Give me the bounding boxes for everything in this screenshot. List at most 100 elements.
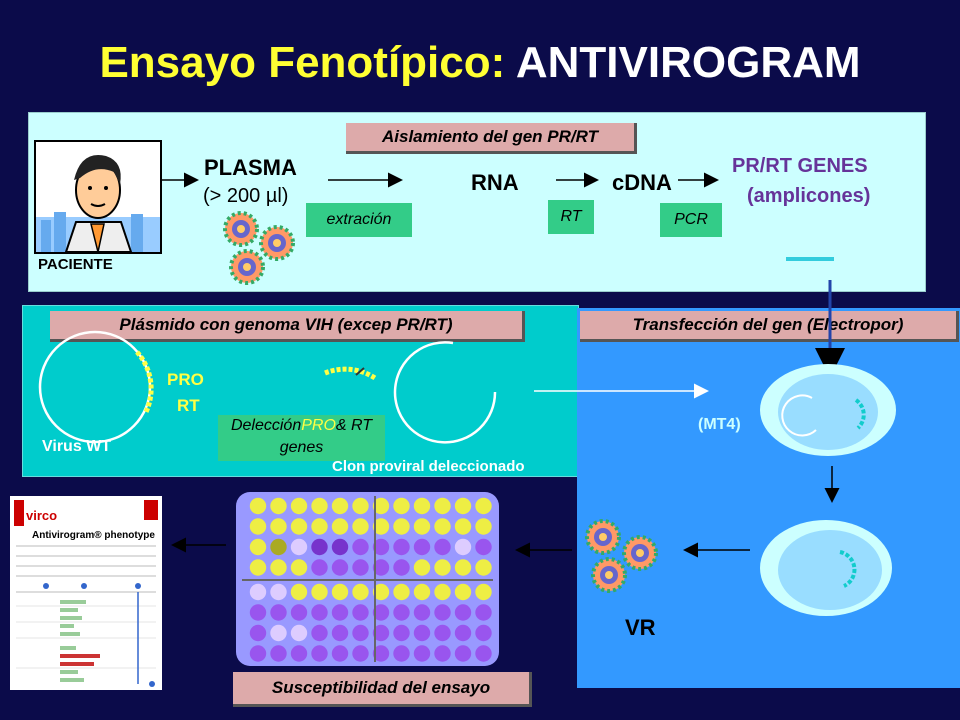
pro-label: PRO — [167, 370, 204, 389]
plate-well — [454, 497, 472, 515]
clone-label: Clon proviral deleccionado — [332, 458, 525, 475]
plasmid-header: Plásmido con genoma VIH (excep PR/RT) — [50, 311, 525, 342]
plate-well — [290, 538, 308, 556]
plate-well — [352, 538, 369, 556]
plate-well — [413, 497, 431, 515]
plate-wells — [242, 496, 493, 662]
deletion-text-a: Delección — [230, 417, 302, 434]
plate-well — [311, 624, 328, 642]
plate-well — [475, 604, 492, 621]
report-graphic — [14, 500, 158, 687]
plate-well — [434, 645, 451, 662]
plate-well — [270, 559, 287, 576]
deletion-text-d: genes — [279, 439, 324, 456]
microplate — [236, 492, 499, 666]
plate-well — [352, 559, 369, 576]
plate-well — [249, 604, 267, 621]
plate-well — [454, 559, 472, 576]
isolation-header: Aislamiento del gen PR/RT — [346, 123, 637, 154]
deletion-text-c: & RT — [335, 417, 373, 434]
plate-well — [434, 624, 451, 642]
plate-well — [372, 604, 390, 621]
title-part2: ANTIVIROGRAM — [515, 38, 861, 87]
rt-box: RT — [548, 200, 594, 234]
plate-well — [352, 624, 369, 642]
phenotype-report: virco Antivirogram® phenotype — [10, 496, 162, 690]
plate-well — [393, 497, 410, 515]
patient-label: PACIENTE — [38, 256, 113, 273]
plate-well — [270, 497, 287, 515]
plate-well — [270, 645, 287, 662]
plate-well — [413, 604, 431, 621]
plate-well — [393, 518, 410, 535]
plate-well — [311, 559, 328, 576]
plate-well — [270, 604, 287, 621]
cdna-label: cDNA — [612, 170, 672, 195]
plate-well — [372, 583, 390, 601]
plate-well — [311, 518, 328, 535]
plate-well — [331, 604, 349, 621]
vr-label: VR — [625, 615, 656, 640]
plate-well — [331, 497, 349, 515]
plate-well — [249, 518, 267, 535]
plate-well — [352, 604, 369, 621]
plate-well — [372, 497, 390, 515]
plate-well — [249, 645, 267, 662]
plate-well — [249, 538, 267, 556]
plate-well — [249, 624, 267, 642]
plate-well — [454, 538, 472, 556]
plate-well — [475, 538, 492, 556]
extraction-box: extración — [306, 203, 412, 237]
virus-wt-label: Virus WT — [42, 438, 112, 455]
plate-well — [311, 497, 328, 515]
plate-well — [393, 604, 410, 621]
plate-well — [372, 518, 390, 535]
report-title: Antivirogram® phenotype — [32, 530, 155, 541]
plate-well — [413, 645, 431, 662]
plate-well — [311, 604, 328, 621]
plate-well — [454, 645, 472, 662]
susceptibility-label: Susceptibilidad del ensayo — [233, 672, 532, 707]
plate-well — [290, 624, 308, 642]
pcr-box: PCR — [660, 203, 722, 237]
plate-well — [311, 538, 328, 556]
plate-well — [413, 624, 431, 642]
plate-well — [475, 497, 492, 515]
report-brand: virco — [26, 508, 58, 523]
plate-well — [249, 497, 267, 515]
plate-well — [413, 583, 431, 601]
plate-well — [270, 538, 287, 556]
plate-well — [475, 559, 492, 576]
plate-well — [413, 538, 431, 556]
plasma-volume: (> 200 µl) — [203, 185, 289, 207]
plate-well — [352, 497, 369, 515]
plate-well — [311, 645, 328, 662]
plate-well — [290, 604, 308, 621]
plate-well — [454, 604, 472, 621]
plate-well — [475, 518, 492, 535]
amplicons-label: (amplicones) — [747, 185, 871, 207]
plate-well — [331, 559, 349, 576]
plate-well — [249, 583, 267, 601]
plate-well — [454, 518, 472, 535]
plate-well — [290, 559, 308, 576]
plate-well — [434, 497, 451, 515]
plate-well — [331, 538, 349, 556]
plate-well — [393, 559, 410, 576]
plate-well — [311, 583, 328, 601]
plate-well — [434, 604, 451, 621]
transfection-header: Transfección del gen (Electropor) — [580, 311, 959, 342]
plate-well — [475, 645, 492, 662]
deletion-text-b: PRO — [301, 417, 336, 434]
slide-title: Ensayo Fenotípico: ANTIVIROGRAM — [0, 38, 960, 88]
plate-well — [270, 624, 287, 642]
plate-well — [434, 518, 451, 535]
plate-well — [372, 624, 390, 642]
plate-well — [270, 583, 287, 601]
plate-well — [331, 583, 349, 601]
plate-well — [434, 583, 451, 601]
plate-well — [290, 645, 308, 662]
deletion-box: DelecciónPRO& RT genes — [218, 415, 385, 461]
plate-well — [352, 518, 369, 535]
rt-label: RT — [177, 396, 200, 415]
